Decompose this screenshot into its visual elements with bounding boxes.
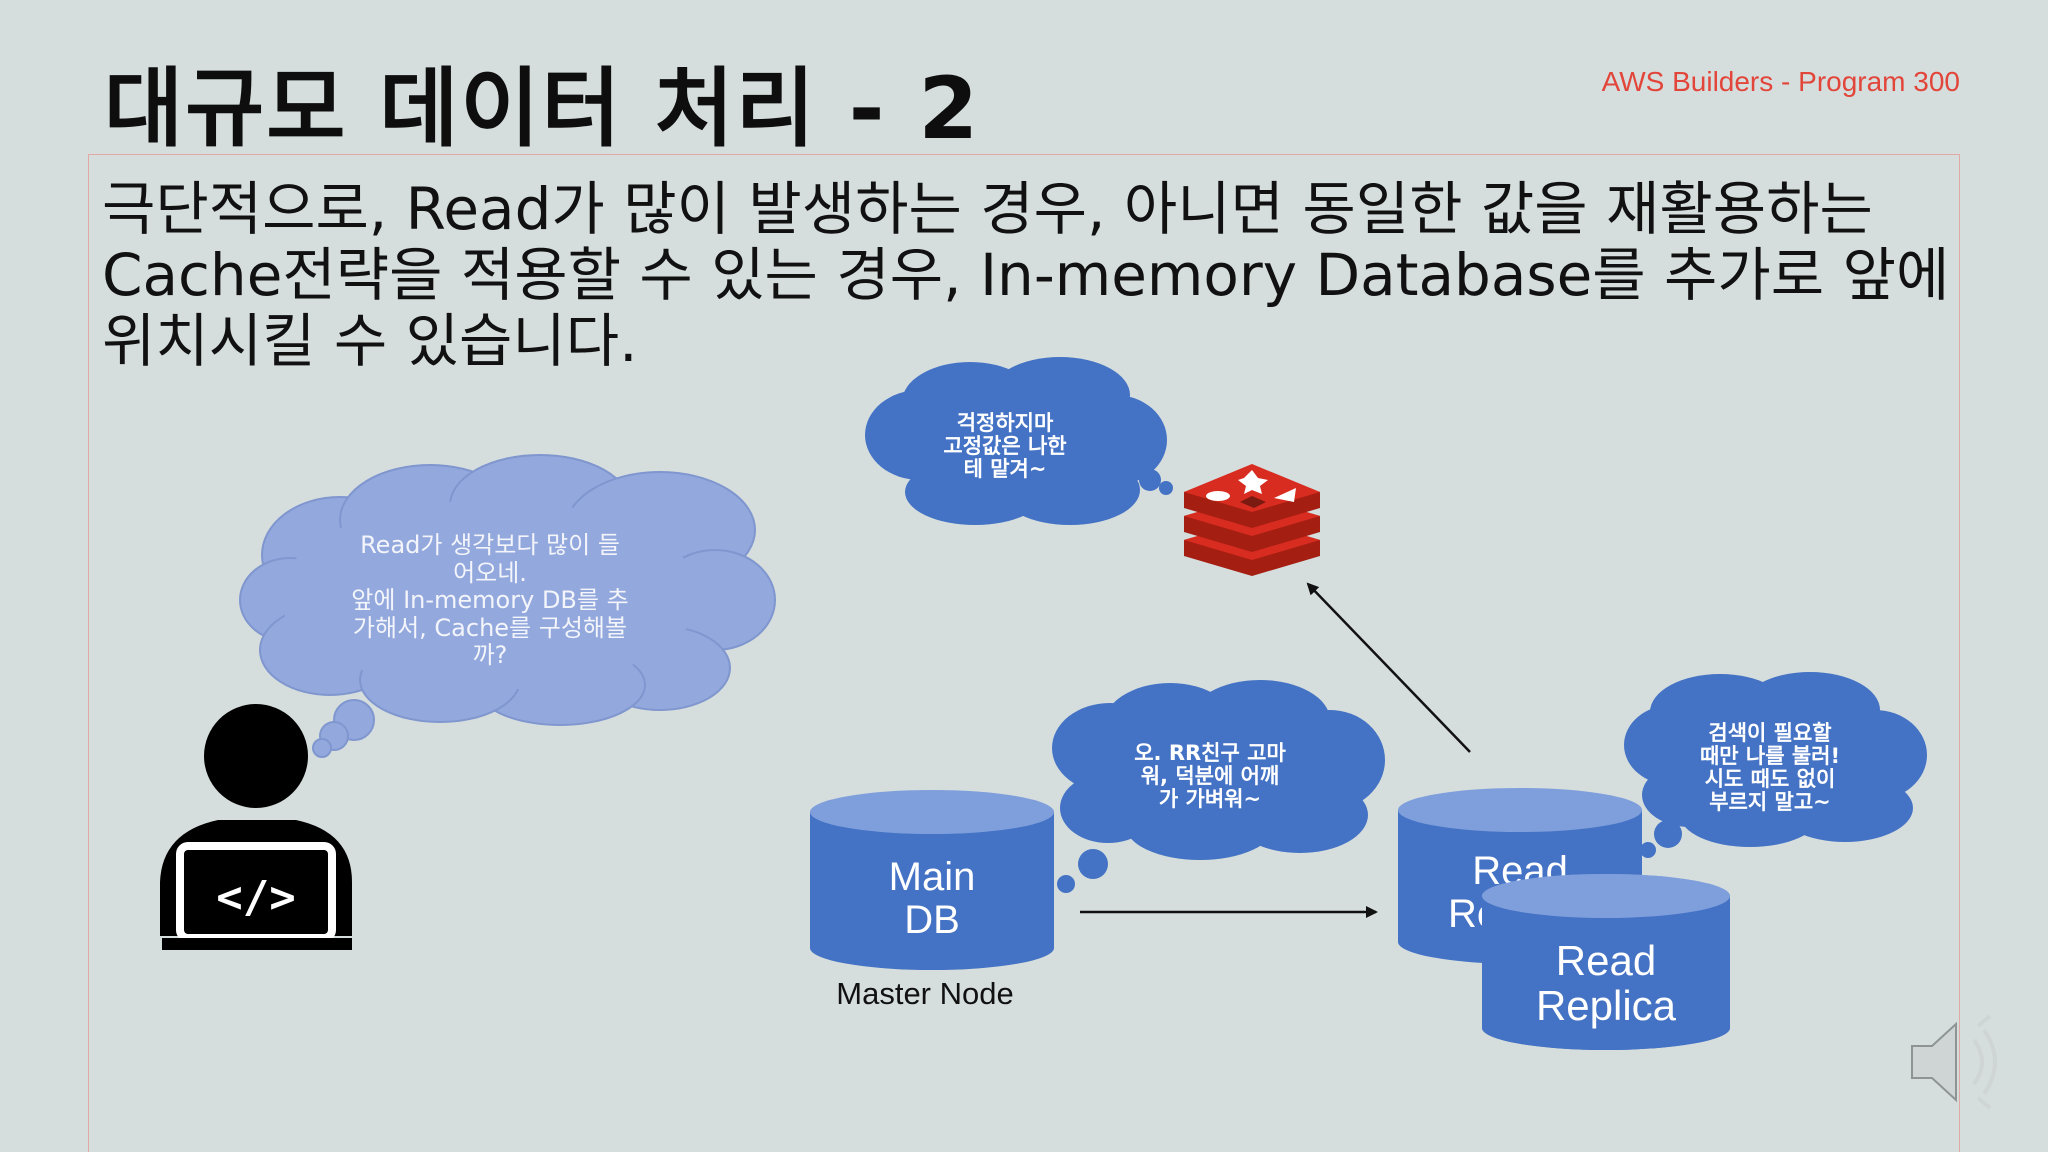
thought-line: 부르지 말고~ bbox=[1709, 790, 1831, 815]
thought-line: 앞에 In-memory DB를 추 bbox=[351, 586, 629, 615]
speaker-icon[interactable] bbox=[1911, 1014, 1997, 1110]
redis-thought-text: 걱정하지마 고정값은 나한 테 맡겨~ bbox=[900, 411, 1110, 482]
thought-line: 시도 때도 없이 bbox=[1704, 767, 1836, 792]
read-replica-back-label: Read Re bbox=[1396, 849, 1644, 937]
redis-logo-icon bbox=[1184, 464, 1320, 576]
read-replica-front-label-line: Replica bbox=[1535, 982, 1677, 1030]
content-frame bbox=[88, 154, 1960, 1152]
main-db-label-line: Main bbox=[888, 855, 976, 899]
cache-arrow bbox=[1306, 582, 1471, 753]
thought-line: 어오네. bbox=[453, 558, 527, 587]
read-replica-back-label-line: Read bbox=[1472, 849, 1568, 893]
replica-thought-text: 검색이 필요할 때만 나를 불러! 시도 때도 없이 부르지 말고~ bbox=[1660, 721, 1880, 815]
brand-label: AWS Builders - Program 300 bbox=[1601, 66, 1960, 97]
thought-line: 오. RR친구 고마 bbox=[1134, 741, 1286, 765]
body-text-line: 극단적으로, Read가 많이 발생하는 경우, 아니면 동일한 값을 재활용하… bbox=[102, 175, 1873, 243]
thought-line: 검색이 필요할 bbox=[1708, 721, 1832, 745]
read-replica-front-label: Read Replica bbox=[1482, 938, 1730, 1029]
read-replica-back-label-line: Re bbox=[1448, 892, 1500, 937]
thought-line: Read가 생각보다 많이 들 bbox=[360, 531, 620, 559]
thought-line: 걱정하지마 bbox=[956, 411, 1054, 435]
redis-thought-cloud bbox=[865, 357, 1173, 525]
main-db-label-line: DB bbox=[904, 898, 960, 943]
main-db-label: Main DB bbox=[808, 855, 1056, 943]
thought-line: 가 가벼워~ bbox=[1158, 787, 1262, 812]
thought-line: 고정값은 나한 bbox=[943, 434, 1067, 459]
body-text-line: 위치시킬 수 있습니다. bbox=[102, 307, 638, 375]
thought-line: 워, 덕분에 어깨 bbox=[1140, 764, 1280, 789]
slide-title: 대규모 데이터 처리 - 2 bbox=[104, 59, 981, 159]
thought-line: 가해서, Cache를 구성해볼 bbox=[352, 613, 628, 642]
body-text-line: Cache전략을 적용할 수 있는 경우, In-memory Database… bbox=[102, 241, 1950, 309]
developer-thought-text: Read가 생각보다 많이 들 어오네. 앞에 In-memory DB를 추 … bbox=[330, 531, 650, 670]
code-symbol: </> bbox=[216, 872, 295, 923]
master-node-label: Master Node bbox=[836, 976, 1014, 1011]
main-db-thought-text: 오. RR친구 고마 워, 덕분에 어깨 가 가벼워~ bbox=[1100, 741, 1320, 812]
main-db-cylinder bbox=[810, 790, 1054, 970]
developer-laptop-icon: </> bbox=[160, 704, 352, 950]
developer-thought-cloud bbox=[239, 454, 776, 758]
thought-line: 까? bbox=[472, 641, 508, 670]
thought-line: 때만 나를 불러! bbox=[1699, 744, 1841, 769]
replica-thought-cloud bbox=[1624, 672, 1927, 858]
thought-line: 테 맡겨~ bbox=[963, 457, 1047, 482]
main-db-thought-cloud bbox=[1052, 680, 1385, 893]
read-replica-front-label-line: Read bbox=[1555, 937, 1657, 984]
